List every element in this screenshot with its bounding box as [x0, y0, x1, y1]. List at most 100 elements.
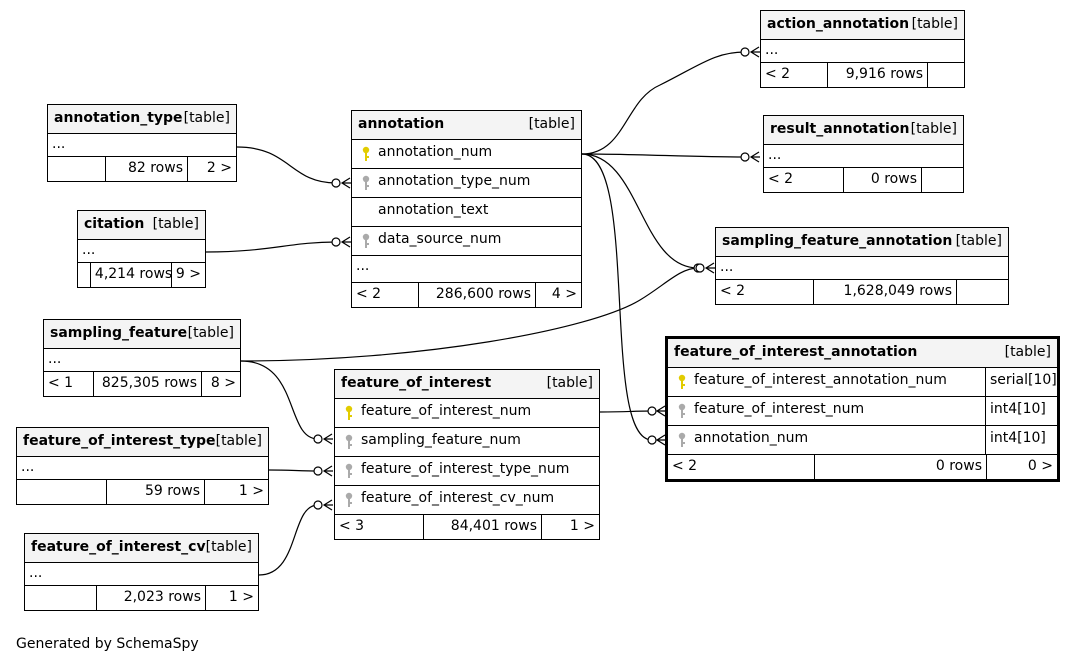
parents-link[interactable]: < 2: [356, 286, 382, 302]
table-footer: < 2 1,628,049 rows: [716, 280, 1008, 304]
ellipsis-text: ...: [21, 459, 35, 475]
table-footer: < 2 0 rows: [764, 168, 963, 192]
columns-ellipsis: ...: [48, 134, 236, 157]
children-link[interactable]: 9 >: [170, 263, 205, 287]
column-row[interactable]: sampling_feature_num: [335, 428, 599, 457]
foreign-key-icon: [676, 403, 688, 419]
edge-sampling_feature-sampling_feature_annotation: [240, 267, 699, 362]
table-header[interactable]: feature_of_interest_type[table]: [17, 428, 268, 457]
edge-feature_of_interest_type-feature_of_interest: [268, 469, 319, 472]
children-link[interactable]: 2 >: [187, 157, 236, 181]
table-header[interactable]: feature_of_interest_annotation[table]: [668, 339, 1057, 368]
primary-key-icon: [360, 146, 372, 162]
table-kind: [table]: [528, 116, 575, 132]
parents-link[interactable]: < 2: [768, 171, 794, 187]
column-row[interactable]: feature_of_interest_type_num: [335, 457, 599, 486]
foreign-key-icon: [343, 463, 355, 479]
table-header[interactable]: annotation_type[table]: [48, 105, 236, 134]
children-link[interactable]: 0 >: [986, 455, 1057, 479]
table-kind: [table]: [205, 539, 252, 555]
children-link[interactable]: [956, 280, 1008, 304]
table-feature_of_interest_annotation[interactable]: feature_of_interest_annotation[table] fe…: [665, 336, 1060, 482]
row-count: 825,305 rows: [93, 372, 201, 396]
column-row[interactable]: feature_of_interest_cv_num: [335, 486, 599, 515]
edge-annotation-sampling_feature_annotation: [581, 153, 699, 269]
table-header[interactable]: result_annotation[table]: [764, 116, 963, 145]
parents-link[interactable]: [25, 586, 96, 610]
column-row[interactable]: data_source_num: [352, 227, 581, 256]
table-action_annotation[interactable]: action_annotation[table] ... < 2 9,916 r…: [760, 10, 965, 88]
column-row[interactable]: annotation_num: [352, 140, 581, 169]
table-sampling_feature_annotation[interactable]: sampling_feature_annotation[table] ... <…: [715, 227, 1009, 305]
table-header[interactable]: feature_of_interest_cv[table]: [25, 534, 258, 563]
generated-by-credit: Generated by SchemaSpy: [16, 636, 199, 652]
table-kind: [table]: [546, 375, 593, 391]
edge-citation-annotation: [205, 241, 337, 253]
table-feature_of_interest_type[interactable]: feature_of_interest_type[table] ... 59 r…: [16, 427, 269, 505]
table-annotation[interactable]: annotation[table] annotation_num annotat…: [351, 110, 582, 308]
children-link[interactable]: 8 >: [201, 372, 240, 396]
table-header[interactable]: citation[table]: [78, 211, 205, 240]
row-count: 84,401 rows: [423, 515, 541, 539]
row-count: 0 rows: [814, 455, 986, 479]
edge-feature_of_interest-feature_of_interest_annotation: [599, 410, 653, 413]
table-header[interactable]: sampling_feature[table]: [44, 320, 240, 349]
children-link[interactable]: 1 >: [205, 586, 258, 610]
column-row[interactable]: feature_of_interest_num: [335, 399, 599, 428]
table-header[interactable]: action_annotation[table]: [761, 11, 964, 40]
table-feature_of_interest[interactable]: feature_of_interest[table] feature_of_in…: [334, 369, 600, 540]
parents-link[interactable]: < 2: [720, 283, 746, 299]
column-type: int4[10]: [985, 426, 1057, 454]
foreign-key-icon: [343, 492, 355, 508]
column-name: feature_of_interest_num: [694, 401, 865, 417]
column-name: feature_of_interest_num: [361, 403, 532, 419]
parents-link[interactable]: < 2: [672, 458, 698, 474]
table-name: feature_of_interest_cv: [31, 539, 206, 555]
table-kind: [table]: [183, 110, 230, 126]
table-sampling_feature[interactable]: sampling_feature[table] ... < 1 825,305 …: [43, 319, 241, 397]
table-name: citation: [84, 216, 145, 232]
columns-ellipsis: ...: [25, 563, 258, 586]
table-footer: < 3 84,401 rows 1 >: [335, 515, 599, 539]
columns-ellipsis: ...: [78, 240, 205, 263]
children-link[interactable]: [921, 168, 963, 192]
columns-ellipsis: ...: [761, 40, 964, 63]
row-count: 1,628,049 rows: [813, 280, 956, 304]
children-link[interactable]: 4 >: [535, 283, 581, 307]
row-count: 0 rows: [843, 168, 921, 192]
column-name: feature_of_interest_type_num: [361, 461, 570, 477]
table-kind: [table]: [1004, 344, 1051, 360]
column-row[interactable]: annotation_text: [352, 198, 581, 227]
parents-link[interactable]: [78, 263, 90, 287]
column-name: annotation_num: [694, 430, 809, 446]
edge-annotation-feature_of_interest_annotation: [581, 153, 653, 441]
table-header[interactable]: annotation[table]: [352, 111, 581, 140]
table-citation[interactable]: citation[table] ... 4,214 rows 9 >: [77, 210, 206, 288]
table-result_annotation[interactable]: result_annotation[table] ... < 2 0 rows: [763, 115, 964, 193]
columns-ellipsis: ...: [352, 256, 581, 283]
table-footer: < 2 9,916 rows: [761, 63, 964, 87]
parents-link[interactable]: [17, 480, 106, 504]
table-feature_of_interest_cv[interactable]: feature_of_interest_cv[table] ... 2,023 …: [24, 533, 259, 611]
ellipsis-text: ...: [82, 242, 96, 258]
children-link[interactable]: [927, 63, 964, 87]
columns-ellipsis: ...: [716, 257, 1008, 280]
table-annotation_type[interactable]: annotation_type[table] ... 82 rows 2 >: [47, 104, 237, 182]
foreign-key-icon: [360, 233, 372, 249]
parents-link[interactable]: [48, 157, 105, 181]
column-name: annotation_text: [378, 202, 489, 218]
parents-link[interactable]: < 3: [339, 518, 365, 534]
edge-annotation-action_annotation: [581, 51, 746, 155]
children-link[interactable]: 1 >: [541, 515, 599, 539]
table-header[interactable]: feature_of_interest[table]: [335, 370, 599, 399]
children-link[interactable]: 1 >: [204, 480, 268, 504]
parents-link[interactable]: < 1: [48, 375, 74, 391]
table-name: sampling_feature_annotation: [722, 233, 953, 249]
table-header[interactable]: sampling_feature_annotation[table]: [716, 228, 1008, 257]
ellipsis-text: ...: [29, 565, 43, 581]
column-row[interactable]: annotation_type_num: [352, 169, 581, 198]
column-row[interactable]: annotation_num int4[10]: [668, 426, 1057, 455]
parents-link[interactable]: < 2: [765, 66, 791, 82]
